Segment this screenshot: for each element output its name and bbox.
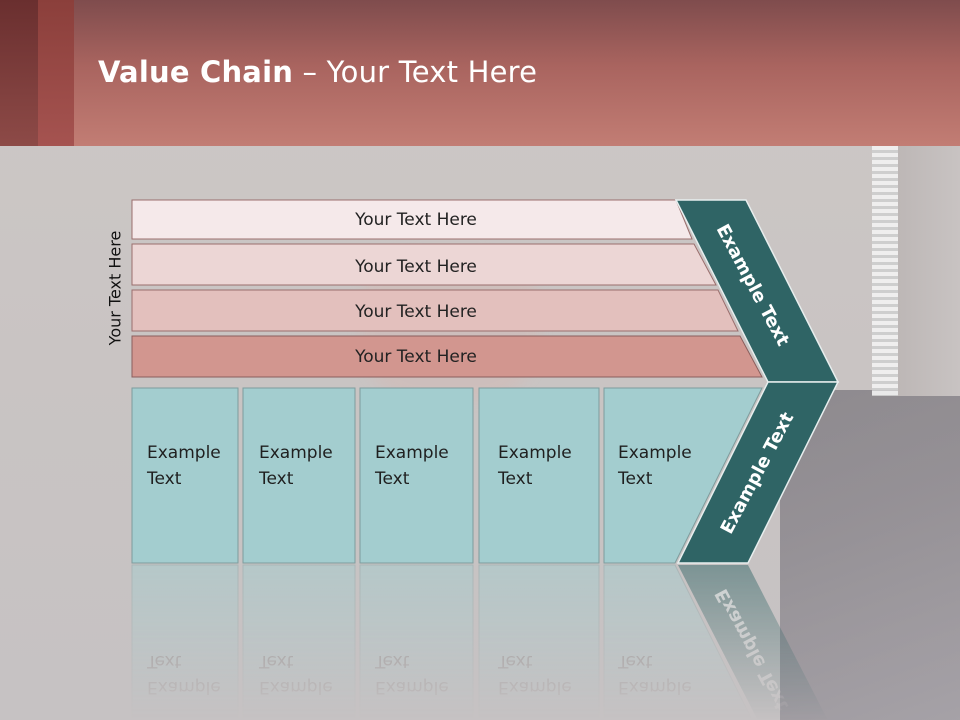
svg-text:Example: Example (259, 677, 333, 697)
box-text-2-line1: Example (259, 443, 333, 463)
row-label-2: Your Text Here (354, 257, 477, 277)
svg-text:Example: Example (498, 677, 572, 697)
box-text-1-line1: Example (147, 443, 221, 463)
svg-text:Text: Text (258, 651, 294, 671)
activity-box-3 (359, 387, 474, 564)
diagram-reflection: Text Example Text Example Text Example T… (131, 564, 828, 720)
background-zipper (872, 146, 898, 396)
svg-text:Example: Example (618, 677, 692, 697)
box-text-3: Example Text (375, 440, 449, 492)
box-text-4-line2: Text (498, 469, 533, 489)
box-text-3-line2: Text (375, 469, 410, 489)
activity-box-1 (131, 387, 239, 564)
activity-box-4 (478, 387, 600, 564)
row-bar-3 (131, 289, 739, 332)
svg-text:Text: Text (146, 651, 182, 671)
svg-text:Text: Text (497, 651, 533, 671)
box-text-1: Example Text (147, 440, 221, 492)
activity-box-5 (603, 387, 763, 564)
slide-title: Value Chain – Your Text Here (98, 55, 537, 89)
activity-box-2 (242, 387, 356, 564)
box-text-5-line2: Text (618, 469, 653, 489)
box-text-5: Example Text (618, 440, 692, 492)
box-text-3-line1: Example (375, 443, 449, 463)
row-label-3: Your Text Here (354, 302, 477, 322)
svg-text:Text: Text (374, 651, 410, 671)
box-text-4: Example Text (498, 440, 572, 492)
box-text-1-line2: Text (147, 469, 182, 489)
row-label-4: Your Text Here (354, 347, 477, 367)
title-bold: Value Chain (98, 55, 294, 89)
svg-text:Example: Example (375, 677, 449, 697)
box-text-5-line1: Example (618, 443, 692, 463)
background-jeans (780, 390, 960, 720)
background-fabric (898, 146, 960, 396)
svg-text:Example: Example (147, 677, 221, 697)
title-accent-strip-2 (38, 0, 74, 146)
box-text-4-line1: Example (498, 443, 572, 463)
box-text-2: Example Text (259, 440, 333, 492)
chevron-lower (676, 381, 840, 564)
row-bar-2 (131, 243, 717, 286)
title-rest: – Your Text Here (293, 55, 538, 89)
row-bar-1 (131, 199, 693, 240)
svg-text:Text: Text (617, 651, 653, 671)
row-bar-4 (131, 335, 763, 378)
title-bar: Value Chain – Your Text Here (0, 0, 960, 146)
row-label-1: Your Text Here (354, 210, 477, 230)
box-text-2-line2: Text (259, 469, 294, 489)
title-accent-strip (0, 0, 38, 146)
